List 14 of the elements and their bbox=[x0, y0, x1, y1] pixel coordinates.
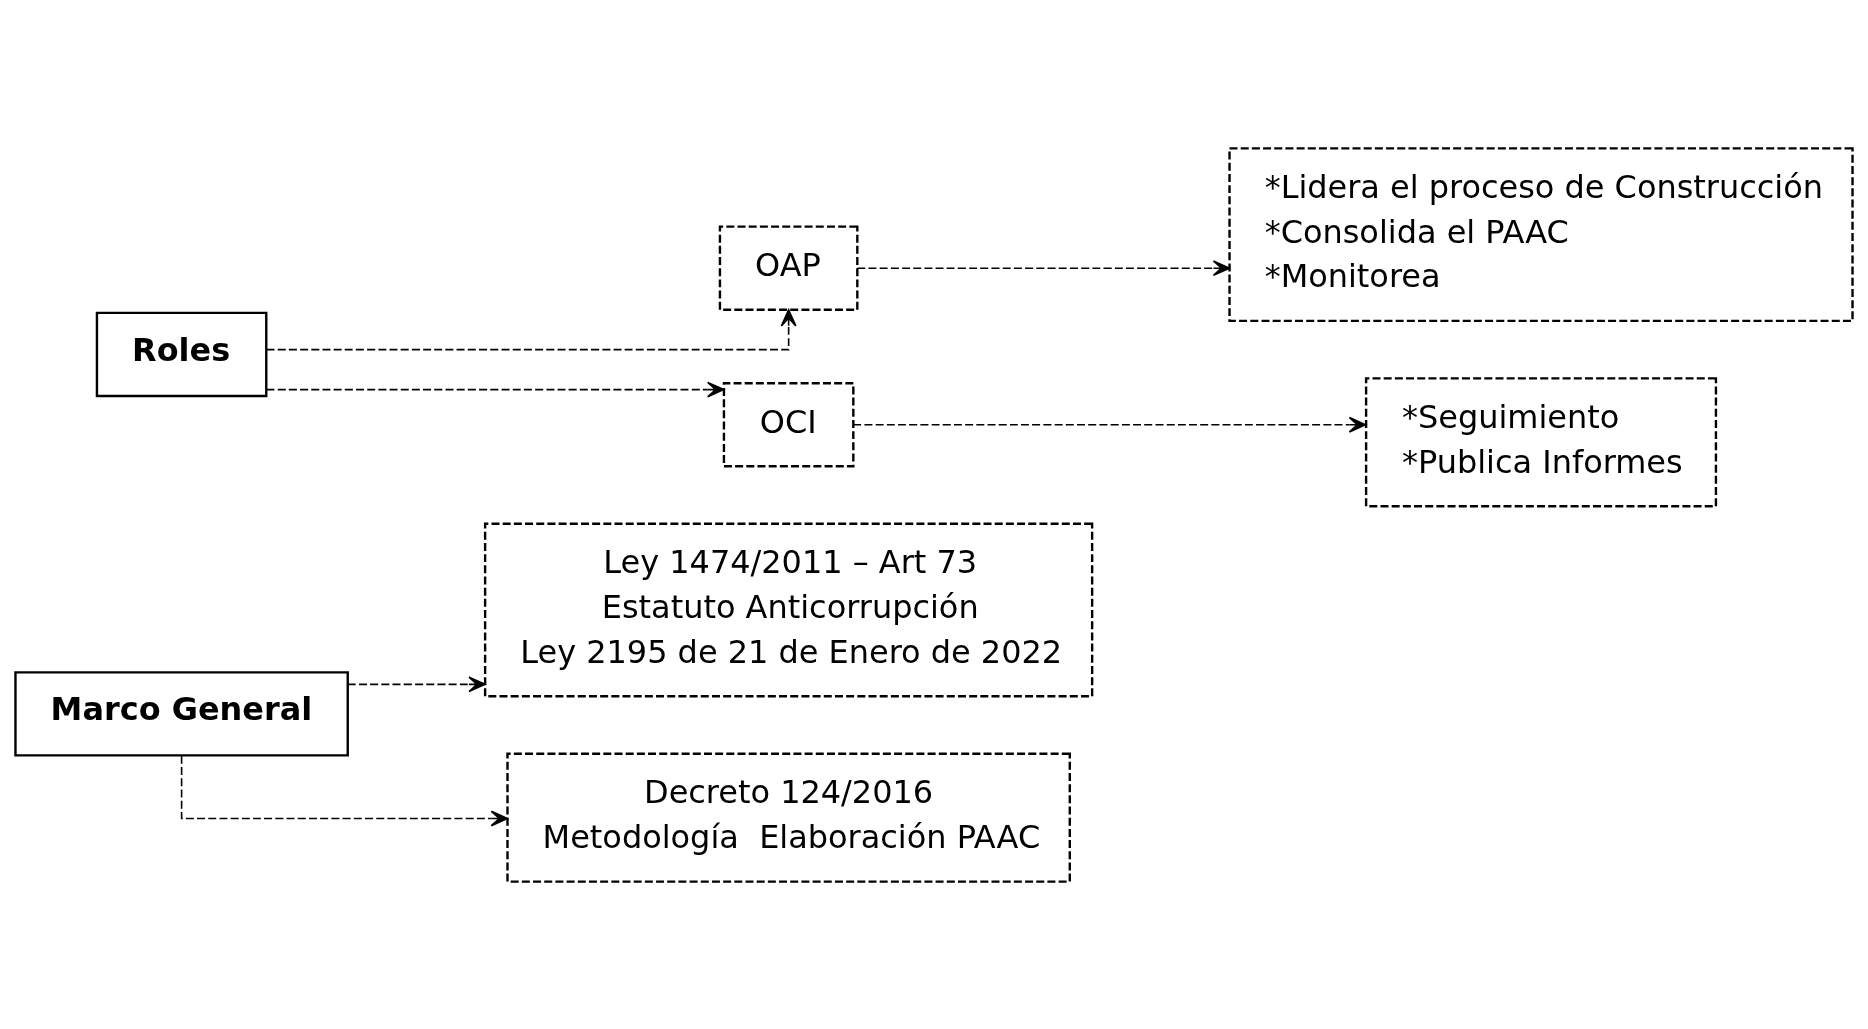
node-box: OAP bbox=[718, 224, 859, 311]
node-box: *Lidera el proceso de Construcción *Consolida el PAAC *Monitorea bbox=[1228, 146, 1854, 322]
node-box: OCI bbox=[722, 381, 855, 467]
node-box: Ley 1474/2011 – Art 73 Estatuto Anticorrupción Ley 2195 de 21 de Enero de 2022 bbox=[483, 522, 1094, 697]
arrow bbox=[265, 381, 725, 398]
node-box: Decreto 124/2016 Metodología Elaboración PAAC bbox=[506, 752, 1071, 883]
arrow bbox=[856, 259, 1231, 276]
node-box: Roles bbox=[95, 311, 268, 397]
node-box: Marco General bbox=[14, 670, 349, 757]
node-box: *Seguimiento *Publica Informes bbox=[1364, 376, 1718, 507]
arrow bbox=[265, 308, 797, 350]
arrow bbox=[347, 675, 486, 692]
arrow bbox=[180, 754, 509, 826]
arrow bbox=[852, 416, 1367, 433]
